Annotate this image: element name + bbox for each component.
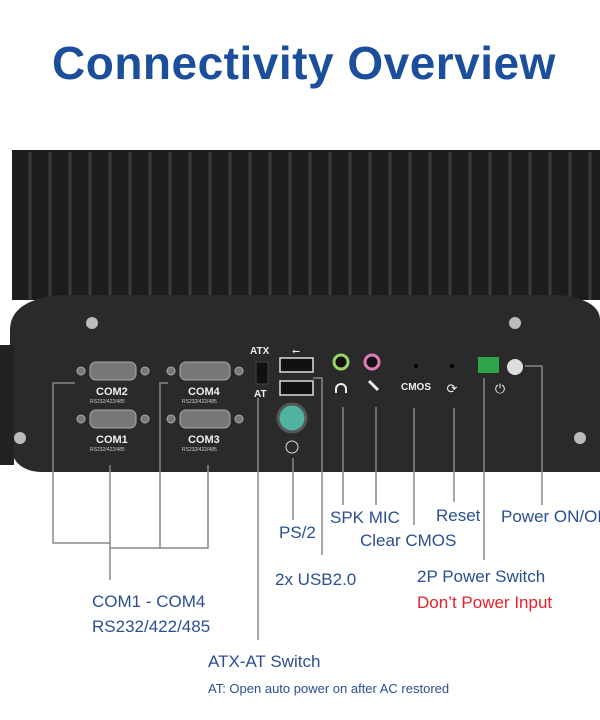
ps2-port: [276, 402, 308, 434]
warning-callout: Don’t Power Input: [417, 593, 553, 612]
page-title: Connectivity Overview: [52, 37, 556, 89]
com4-spec: RS232/422/485: [182, 399, 217, 405]
usb-ports: [279, 357, 314, 396]
atx-label: ATX: [250, 346, 270, 357]
com2-spec: RS232/422/485: [90, 399, 125, 405]
atx-at-switch: [255, 361, 269, 385]
speaker-jack: [332, 353, 350, 371]
power-icon: ⏻: [495, 381, 505, 396]
atx-note: AT: Open auto power on after AC restored: [208, 681, 450, 696]
com3-spec: RS232/422/485: [182, 447, 217, 453]
leader-lines: [52, 365, 543, 640]
com-spec-callout: RS232/422/485: [92, 617, 211, 636]
power-terminal: [478, 357, 499, 373]
clear-cmos-callout: Clear CMOS: [360, 531, 457, 550]
power-button: [507, 359, 523, 375]
spk-mic-callout: SPK MIC: [330, 508, 400, 527]
reset-callout: Reset: [436, 506, 481, 525]
heatsink-fins: [12, 150, 600, 300]
com4-label: COM4: [188, 386, 220, 398]
com2-label: COM2: [96, 386, 128, 398]
cmos-label: CMOS: [401, 382, 431, 393]
com3-label: COM3: [188, 434, 220, 446]
headphone-icon: [335, 383, 347, 393]
keyboard-mouse-icon: [285, 440, 299, 454]
com-range-callout: COM1 - COM4: [92, 592, 206, 611]
usb-callout: 2x USB2.0: [275, 570, 357, 589]
com1-label: COM1: [96, 434, 128, 446]
power-callout: Power ON/OFF: [501, 507, 600, 526]
ps2-callout: PS/2: [279, 523, 316, 542]
atx-at-callout: ATX-AT Switch: [208, 652, 321, 671]
mic-jack: [363, 353, 381, 371]
com-ports: [76, 361, 244, 429]
mic-icon: [367, 379, 380, 392]
com1-spec: RS232/422/485: [90, 447, 125, 453]
power-switch-callout: 2P Power Switch: [417, 567, 546, 586]
usb-icon: ⭠: [292, 346, 300, 357]
at-label: AT: [254, 389, 267, 400]
reset-icon: ⟳: [447, 381, 458, 396]
